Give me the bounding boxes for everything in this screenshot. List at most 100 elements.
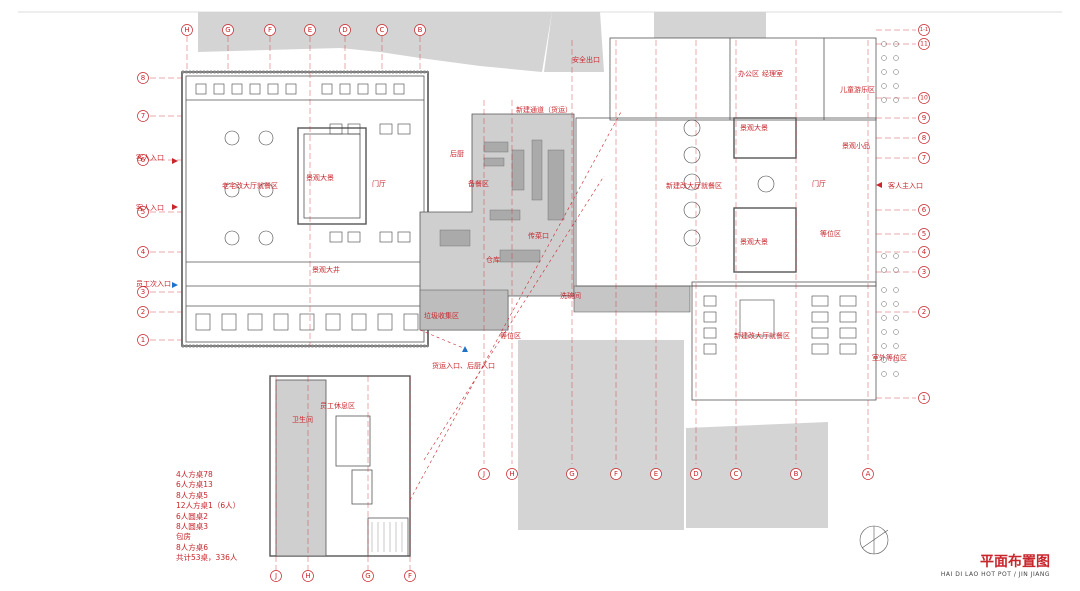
private-room-table	[247, 313, 263, 331]
grid-label-bottom-J: J	[482, 470, 485, 478]
grid-label-right-3: 3	[922, 268, 926, 276]
square-table	[329, 231, 343, 243]
label-landscape-big3: 景观大景	[740, 237, 768, 246]
grid-label-bottom-H: H	[509, 470, 514, 478]
grid-label-bl-J: J	[274, 572, 277, 580]
grid-bubbles-top-left	[181, 24, 426, 36]
booth-table	[249, 83, 261, 95]
right-tables	[683, 119, 857, 355]
label-lobby: 门厅	[812, 179, 826, 188]
square-table	[329, 123, 343, 135]
legend-item: 8人方桌5	[176, 490, 209, 500]
entry-arrows	[172, 158, 882, 352]
grid-label-B: B	[418, 26, 423, 34]
grid-label-left-3: 3	[141, 288, 145, 296]
legend-item: 6人方桌13	[176, 480, 213, 490]
grid-label-left-4: 4	[141, 248, 146, 256]
grid-label-F: F	[268, 26, 272, 34]
grid-label-right-10: 10	[920, 95, 928, 102]
label-hall-old: 老宅改大厅就餐区	[222, 181, 278, 190]
legend-item: 8人方桌6	[176, 542, 209, 552]
left-block	[181, 71, 429, 347]
grid-label-bottom-B: B	[794, 470, 799, 478]
label-play: 儿童游乐区	[840, 85, 875, 94]
private-room-table	[221, 313, 237, 331]
grid-label-right-6: 6	[922, 206, 927, 214]
label-office: 办公区	[738, 69, 759, 78]
legend-item: 8人圆桌3	[176, 522, 209, 532]
booth-table	[267, 83, 279, 95]
booth-table	[231, 83, 243, 95]
booth-table	[213, 83, 225, 95]
grid-label-E: E	[308, 26, 312, 34]
private-room-table	[195, 313, 211, 331]
private-room-table	[403, 313, 419, 331]
grid-label-right-4: 4	[922, 248, 927, 256]
label-hot-pot-kitchen: 后厨	[450, 149, 464, 158]
grid-label-bottom-C: C	[734, 470, 739, 478]
label-kitchen-entry: 货运入口、后厨入口	[432, 361, 495, 370]
label-staff-entry: 员工次入口	[136, 279, 171, 288]
label-refuse: 垃圾收集区	[424, 311, 459, 320]
label-staff-area: 员工休息区	[320, 401, 355, 410]
grid-label-right-7: 7	[922, 154, 926, 162]
square-table	[379, 231, 393, 243]
booth-table	[393, 83, 405, 95]
grid-label-bottom-E: E	[654, 470, 658, 478]
grid-label-C: C	[380, 26, 385, 34]
label-hall-new: 新建改大厅就餐区	[666, 181, 722, 190]
grid-label-right-1: 1	[922, 394, 926, 402]
square-table	[397, 231, 411, 243]
private-room-table	[325, 313, 341, 331]
label-guest-entry-2: 客人入口	[136, 203, 164, 212]
left-tables	[195, 83, 419, 331]
private-room-table	[273, 313, 289, 331]
legend-item: 共计53桌，336人	[176, 553, 238, 563]
label-guest-main-entry: 客人主入口	[888, 181, 923, 190]
grid-label-left-7: 7	[141, 112, 145, 120]
legend-item: 6人圆桌2	[176, 511, 209, 521]
grid-label-right-8: 8	[922, 134, 926, 142]
square-table	[347, 123, 361, 135]
label-landscape-small: 景观小品	[842, 141, 870, 150]
grid-label-left-1: 1	[141, 336, 145, 344]
grid-label-bottom-D: D	[693, 470, 698, 478]
grid-label-bl-F: F	[408, 572, 412, 580]
label-lobby2: 门厅	[372, 179, 386, 188]
label-landscape-big2: 景观大景	[740, 123, 768, 132]
grid-label-H: H	[184, 26, 189, 34]
drawing-subtitle: HAI DI LAO HOT POT / JIN JIANG	[940, 571, 1050, 578]
grid-label-bl-G: G	[365, 572, 370, 580]
booth-table	[285, 83, 297, 95]
label-fryer: 传菜口	[528, 231, 549, 240]
private-room-table	[377, 313, 393, 331]
grid-label-left-6: 6	[141, 156, 146, 164]
label-waiting2: 等位区	[500, 331, 521, 340]
grid-label-right-9: 9	[922, 114, 926, 122]
square-table	[347, 231, 361, 243]
square-table	[379, 123, 393, 135]
label-toilet: 卫生间	[292, 415, 313, 424]
label-landscape-big: 景观大景	[306, 173, 334, 182]
booth-table	[321, 83, 333, 95]
grid-label-D: D	[342, 26, 347, 34]
drawing-title: 平面布置图	[980, 554, 1050, 570]
area-labels: 景观大景 老宅改大厅就餐区 景观大景 景观大景 景观大井 景观小品 新建改大厅就…	[136, 55, 923, 424]
booth-table	[357, 83, 369, 95]
grid-label-right-5: 5	[922, 230, 926, 238]
private-room-table	[351, 313, 367, 331]
table-legend: 4人方桌78 6人方桌13 8人方桌5 12人方桌1（6人） 6人圆桌2 8人圆…	[176, 470, 240, 564]
grid-label-right-11: 11	[920, 41, 928, 48]
label-guest-entry-1: 客人入口	[136, 153, 164, 162]
bottom-left-block	[269, 375, 411, 557]
label-hall-new2: 新建改大厅就餐区	[734, 331, 790, 340]
grid-label-right-1-1: 1-1	[920, 27, 928, 33]
legend-item: 包房	[176, 532, 191, 542]
private-room-table	[299, 313, 315, 331]
site-blocks	[198, 12, 828, 530]
booth-table	[375, 83, 387, 95]
grid-label-left-8: 8	[141, 74, 145, 82]
grid-label-G: G	[225, 26, 230, 34]
label-landscape-big4: 景观大井	[312, 265, 340, 274]
